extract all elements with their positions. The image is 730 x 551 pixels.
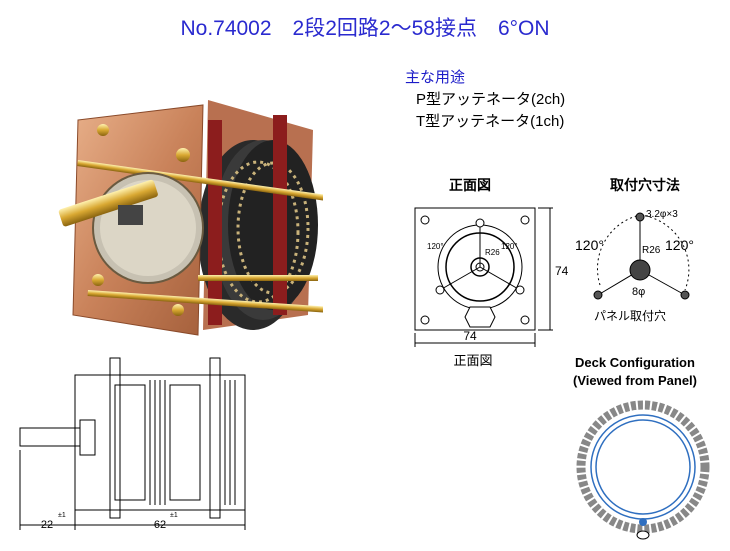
front-view-heading: 正面図 [449,177,491,193]
mounting-heading: 取付穴寸法 [610,177,680,193]
svg-text:±1: ±1 [170,512,178,519]
svg-text:(Viewed from Panel): (Viewed from Panel) [573,373,697,388]
page-title: No.74002 2段2回路2～58接点 6°ON [180,17,550,40]
front-view-caption: 正面図 [453,353,492,368]
mounting-hole-drawing: 取付穴寸法 3.2φ×3 R26 120° 120° 8φ パネル取付穴 [575,177,694,323]
svg-text:8φ: 8φ [632,286,645,298]
side-view-drawing: 22 ±1 62 ±1 [19,357,246,531]
product-photo [58,100,323,336]
mounting-caption: パネル取付穴 [594,308,666,323]
shaft-length: 22 [41,519,53,531]
use-item-p-type: P型アッテネータ(2ch) [416,91,566,108]
use-item-t-type: T型アッテネータ(1ch) [416,113,565,130]
svg-text:3.2φ×3: 3.2φ×3 [646,209,678,220]
uses-heading: 主な用途 [405,69,466,86]
svg-text:±1: ±1 [58,512,66,519]
svg-text:R26: R26 [485,248,500,257]
svg-text:120°: 120° [501,242,518,251]
body-length: 62 [154,519,166,531]
front-view-drawing: 正面図 R26 120° 120° 74 74 正面図 [414,177,569,368]
front-view-width: 74 [463,329,477,343]
svg-text:R26: R26 [642,245,661,256]
svg-text:Deck Configuration: Deck Configuration [575,355,695,370]
svg-text:120°: 120° [427,242,444,251]
svg-text:120°: 120° [575,237,604,253]
svg-text:120°: 120° [665,237,694,253]
deck-configuration: Deck Configuration (Viewed from Panel) [573,355,710,540]
front-view-height: 74 [555,264,569,278]
